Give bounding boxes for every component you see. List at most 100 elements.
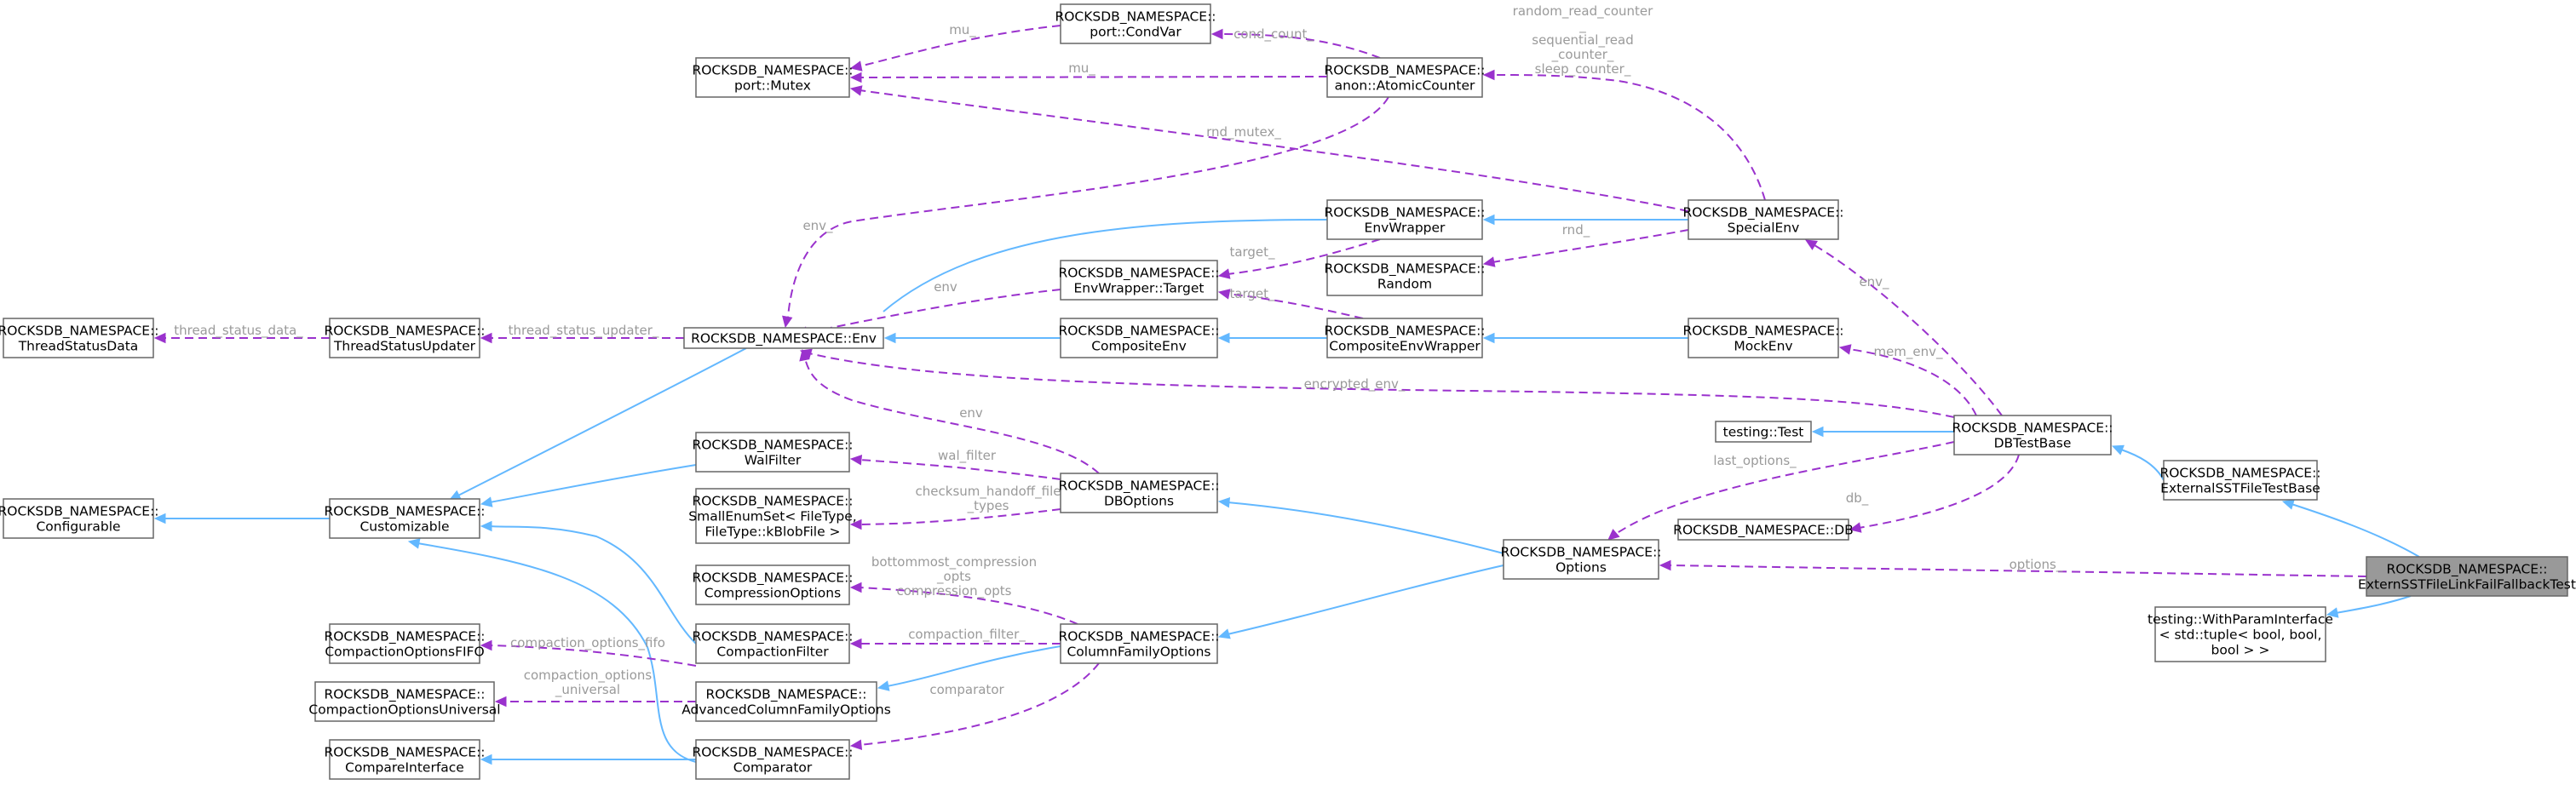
class-node-atomic-counter[interactable]: ROCKSDB_NAMESPACE::anon::AtomicCounter bbox=[1324, 57, 1486, 98]
class-node-compression-options[interactable]: ROCKSDB_NAMESPACE::CompressionOptions bbox=[692, 564, 854, 605]
class-name-line: ROCKSDB_NAMESPACE:: bbox=[692, 438, 853, 454]
class-name-line: ROCKSDB_NAMESPACE:: bbox=[1500, 545, 1661, 561]
edge-label-encrypted-env: encrypted_env_ bbox=[1304, 376, 1406, 392]
class-node-env-wrapper[interactable]: ROCKSDB_NAMESPACE::EnvWrapper bbox=[1324, 199, 1486, 240]
class-box bbox=[683, 327, 884, 349]
class-name-line: ROCKSDB_NAMESPACE:: bbox=[1324, 63, 1485, 79]
class-node-special-env[interactable]: ROCKSDB_NAMESPACE::SpecialEnv bbox=[1682, 199, 1844, 240]
edge-label-env-special: env_ bbox=[1859, 274, 1889, 290]
class-box bbox=[695, 623, 850, 664]
edge-label-wal-filter: wal_filter bbox=[938, 448, 997, 464]
class-box bbox=[329, 739, 480, 780]
edge-line bbox=[2120, 449, 2165, 481]
edge-line bbox=[1227, 293, 1364, 319]
class-node-small-enum-set[interactable]: ROCKSDB_NAMESPACE::SmallEnumSet< FileTyp… bbox=[688, 488, 857, 544]
class-node-env[interactable]: ROCKSDB_NAMESPACE::Env bbox=[683, 327, 884, 349]
usage-edge bbox=[849, 582, 1078, 625]
edge-line bbox=[1814, 244, 2003, 416]
class-node-db-test-base[interactable]: ROCKSDB_NAMESPACE::DBTestBase bbox=[1952, 415, 2113, 456]
class-node-random[interactable]: ROCKSDB_NAMESPACE::Random bbox=[1324, 255, 1486, 296]
arrowhead bbox=[799, 348, 810, 362]
class-name-line: ThreadStatusData bbox=[18, 339, 139, 354]
class-box bbox=[695, 432, 850, 473]
inheritance-edge bbox=[1482, 214, 1688, 226]
edge-line bbox=[451, 347, 747, 500]
class-node-port-cond-var[interactable]: ROCKSDB_NAMESPACE::port::CondVar bbox=[1055, 3, 1216, 44]
edge-line bbox=[1668, 564, 2367, 577]
arrowhead bbox=[480, 520, 492, 532]
class-node-composite-env[interactable]: ROCKSDB_NAMESPACE::CompositeEnv bbox=[1058, 318, 1220, 358]
class-name-line: ROCKSDB_NAMESPACE:: bbox=[2159, 466, 2320, 482]
edge-line bbox=[859, 459, 1061, 480]
inheritance-edge bbox=[407, 538, 697, 763]
class-node-customizable[interactable]: ROCKSDB_NAMESPACE::Customizable bbox=[324, 498, 486, 539]
class-name-line: ExternalSSTFileTestBase bbox=[2160, 481, 2320, 496]
arrowhead bbox=[1217, 628, 1231, 639]
class-node-thread-status-updater[interactable]: ROCKSDB_NAMESPACE::ThreadStatusUpdater bbox=[324, 318, 486, 358]
edge-label-counters: random_read_counter_sequential_read_coun… bbox=[1513, 3, 1654, 77]
class-name-line: ROCKSDB_NAMESPACE:: bbox=[324, 745, 485, 761]
usage-edge bbox=[849, 638, 1061, 650]
class-node-with-param-interface[interactable]: testing::WithParamInterface< std::tuple<… bbox=[2148, 606, 2333, 662]
class-node-port-mutex[interactable]: ROCKSDB_NAMESPACE::port::Mutex bbox=[692, 57, 854, 98]
edge-line bbox=[1492, 229, 1689, 263]
class-node-env-wrapper-target[interactable]: ROCKSDB_NAMESPACE::EnvWrapper::Target bbox=[1058, 260, 1220, 301]
class-node-mock-env[interactable]: ROCKSDB_NAMESPACE::MockEnv bbox=[1682, 318, 1844, 358]
class-node-db-options[interactable]: ROCKSDB_NAMESPACE::DBOptions bbox=[1058, 473, 1220, 513]
class-box bbox=[1060, 260, 1218, 301]
edge-line bbox=[1227, 501, 1504, 554]
class-name-line: DBTestBase bbox=[1994, 436, 2072, 451]
class-node-comparator[interactable]: ROCKSDB_NAMESPACE::Comparator bbox=[692, 739, 854, 780]
class-box bbox=[1326, 57, 1483, 98]
class-name-line: ROCKSDB_NAMESPACE:: bbox=[1058, 266, 1219, 282]
class-node-external-sstfile-test-base[interactable]: ROCKSDB_NAMESPACE::ExternalSSTFileTestBa… bbox=[2159, 460, 2321, 501]
class-node-compaction-filter[interactable]: ROCKSDB_NAMESPACE::CompactionFilter bbox=[692, 623, 854, 664]
class-name-line: AdvancedColumnFamilyOptions bbox=[681, 702, 891, 718]
edge-line bbox=[1613, 441, 1955, 536]
class-node-options[interactable]: ROCKSDB_NAMESPACE::Options bbox=[1500, 539, 1662, 580]
usage-edge bbox=[849, 454, 1061, 480]
class-node-configurable[interactable]: ROCKSDB_NAMESPACE::Configurable bbox=[0, 498, 159, 539]
class-box bbox=[695, 488, 850, 544]
class-box bbox=[1677, 519, 1849, 541]
usage-edge bbox=[1849, 454, 2020, 533]
class-node-wal-filter[interactable]: ROCKSDB_NAMESPACE::WalFilter bbox=[692, 432, 854, 473]
arrowhead bbox=[480, 639, 492, 651]
edge-line bbox=[787, 96, 1389, 318]
class-node-testing-test[interactable]: testing::Test bbox=[1715, 421, 1812, 443]
class-node-column-family-options[interactable]: ROCKSDB_NAMESPACE::ColumnFamilyOptions bbox=[1058, 623, 1220, 664]
class-box bbox=[329, 318, 480, 358]
inheritance-edge bbox=[1482, 332, 1688, 344]
arrowhead bbox=[1607, 529, 1620, 541]
class-name-line: ROCKSDB_NAMESPACE:: bbox=[1058, 478, 1219, 495]
class-node-compaction-options-fifo[interactable]: ROCKSDB_NAMESPACE::CompactionOptionsFIFO bbox=[324, 623, 486, 664]
class-name-line: WalFilter bbox=[745, 453, 802, 468]
arrowhead bbox=[1217, 268, 1231, 279]
inheritance-edge bbox=[883, 332, 1061, 344]
class-node-advanced-column-family-options[interactable]: ROCKSDB_NAMESPACE::AdvancedColumnFamilyO… bbox=[681, 681, 891, 722]
class-box bbox=[1688, 199, 1839, 240]
class-node-composite-env-wrapper[interactable]: ROCKSDB_NAMESPACE::CompositeEnvWrapper bbox=[1324, 318, 1486, 358]
class-node-compaction-options-universal[interactable]: ROCKSDB_NAMESPACE::CompactionOptionsUniv… bbox=[308, 681, 501, 722]
class-box bbox=[2366, 556, 2568, 597]
edge-label-mem-env: mem_env_ bbox=[1873, 344, 1943, 360]
class-node-compare-interface[interactable]: ROCKSDB_NAMESPACE::CompareInterface bbox=[324, 739, 486, 780]
class-node-db[interactable]: ROCKSDB_NAMESPACE::DB bbox=[1673, 519, 1854, 541]
class-node-thread-status-data[interactable]: ROCKSDB_NAMESPACE::ThreadStatusData bbox=[0, 318, 159, 358]
class-box bbox=[329, 498, 480, 539]
arrowhead bbox=[877, 680, 890, 691]
class-box bbox=[1060, 623, 1218, 664]
class-name-line: Customizable bbox=[359, 519, 449, 535]
edge-label-options: options_ bbox=[2010, 557, 2063, 573]
arrowhead bbox=[1838, 344, 1852, 355]
class-name-line: EnvWrapper bbox=[1365, 221, 1446, 236]
edge-label-thread-status-data: thread_status_data_ bbox=[174, 323, 303, 339]
edge-label-fifo: compaction_options_fifo bbox=[510, 635, 665, 651]
arrowhead bbox=[480, 753, 492, 765]
class-name-line: ROCKSDB_NAMESPACE::DB bbox=[1673, 523, 1854, 539]
inheritance-edge bbox=[480, 520, 697, 645]
arrowhead bbox=[849, 638, 862, 650]
edge-line bbox=[417, 542, 697, 763]
class-node-main-class[interactable]: ROCKSDB_NAMESPACE::ExternSSTFileLinkFail… bbox=[2358, 556, 2576, 597]
